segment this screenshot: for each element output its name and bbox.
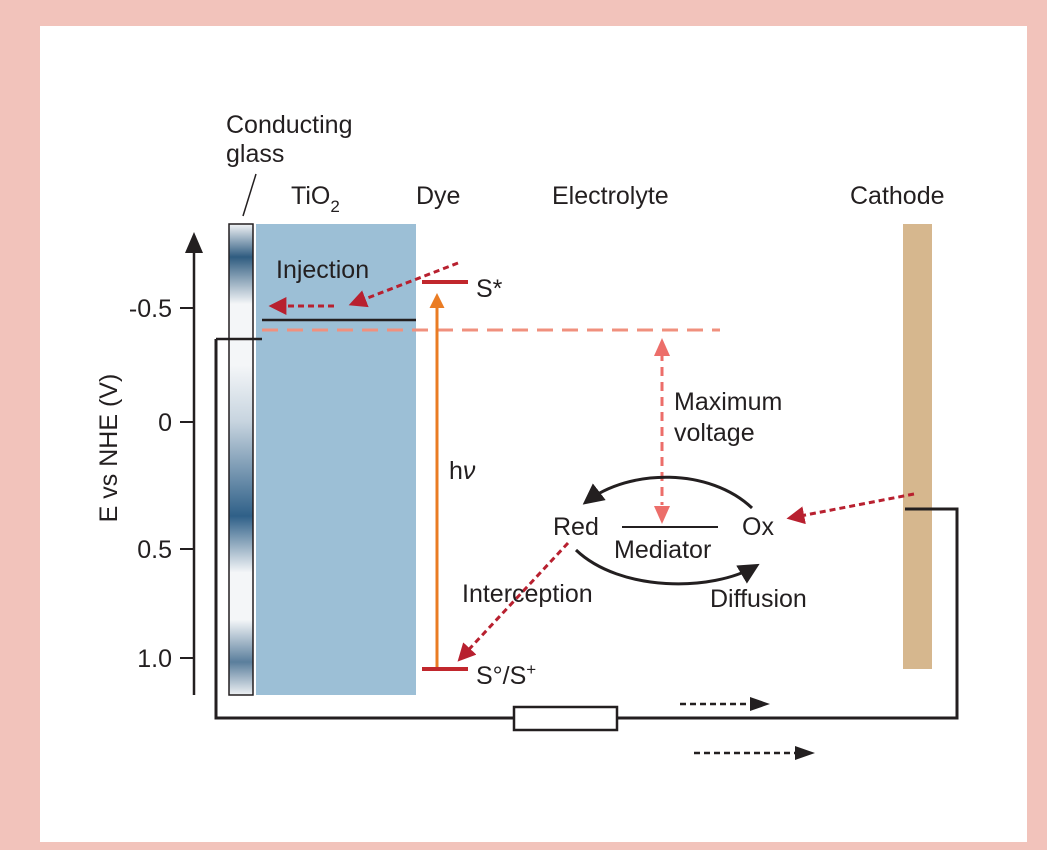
- axis-tick-label: -0.5: [129, 295, 172, 323]
- red-label: Red: [553, 513, 599, 541]
- diffusion-arc-arrow: [574, 548, 760, 586]
- tio2-layer: [256, 224, 416, 695]
- axis-tick-label: 0.5: [137, 536, 172, 564]
- maximum-voltage-arrowhead-bottom: [654, 506, 670, 524]
- injection-label: Injection: [276, 256, 369, 284]
- external-circuit-right-wire: [617, 507, 959, 720]
- conducting-glass-label-line1: Conducting: [226, 111, 352, 139]
- electron-flow-arrowhead: [750, 697, 770, 711]
- interception-label: Interception: [462, 580, 593, 608]
- conducting-glass-label-line2: glass: [226, 140, 284, 168]
- ox-label: Ox: [742, 513, 774, 541]
- load-resistor: [512, 705, 619, 732]
- conducting-glass-leader-line: [242, 173, 257, 217]
- maximum-voltage-label-line1: Maximum: [674, 388, 782, 416]
- conducting-glass-plate: [228, 223, 254, 696]
- maximum-voltage-label-line2: voltage: [674, 419, 755, 447]
- energy-axis-label: E vs NHE (V): [95, 374, 123, 523]
- reduction-arc-arrow: [582, 475, 754, 510]
- cathode-plate: [903, 224, 932, 669]
- injection-arrow: [348, 261, 459, 308]
- cathode-reduction-arrow: [786, 492, 915, 525]
- mediator-label: Mediator: [614, 536, 711, 564]
- maximum-voltage-arrowhead-top: [654, 338, 670, 356]
- s-star-label: S*: [476, 275, 503, 303]
- electrolyte-label: Electrolyte: [552, 182, 669, 210]
- interception-arrow: [457, 541, 570, 662]
- axis-tick-label: 1.0: [137, 645, 172, 673]
- cathode-label: Cathode: [850, 182, 945, 210]
- external-circuit-left-wire: [214, 339, 514, 720]
- diffusion-label: Diffusion: [710, 585, 807, 613]
- hv-label: hν: [449, 457, 476, 485]
- axis-tick-label: 0: [158, 409, 172, 437]
- tio2-label: TiO2: [291, 182, 340, 216]
- s-ground-label: S°/S+: [476, 660, 536, 690]
- dye-label: Dye: [416, 182, 460, 210]
- energy-axis-arrowhead: [185, 232, 203, 253]
- current-flow-arrowhead: [795, 746, 815, 760]
